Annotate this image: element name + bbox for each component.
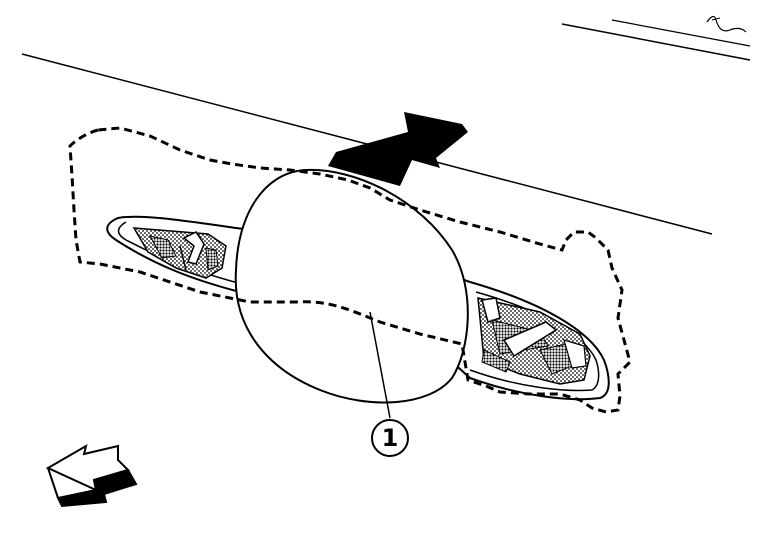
outside-door-handle (234, 168, 469, 404)
hidden-component-dashed-outline (68, 126, 632, 414)
callout-1: 1 (369, 311, 409, 457)
left-handle-recess (132, 227, 227, 279)
removal-direction-arrow (328, 112, 468, 186)
callout-1-number: 1 (382, 424, 399, 452)
right-handle-recess (477, 297, 591, 385)
front-direction-arrow-icon (45, 443, 138, 508)
